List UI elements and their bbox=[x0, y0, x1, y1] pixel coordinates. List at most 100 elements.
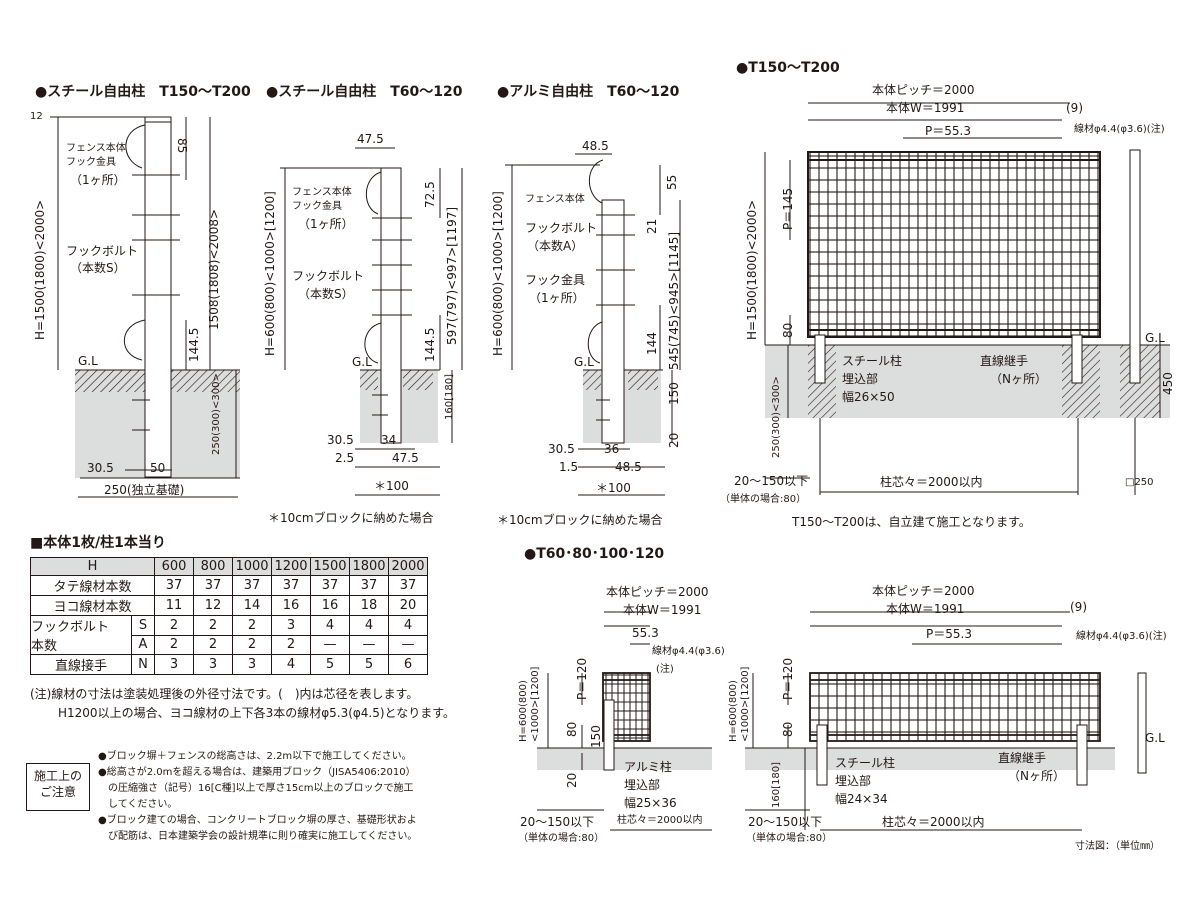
p6-width: 本体W＝1991 bbox=[886, 602, 965, 616]
p1-dim-305: 30.5 bbox=[87, 461, 114, 475]
p4-square: □250 bbox=[1125, 477, 1154, 488]
p5-pitch: 本体ピッチ＝2000 bbox=[606, 585, 709, 599]
p6-dim-80: 80 bbox=[781, 721, 795, 737]
heading-steel-post-t150: ●スチール自由柱 T150〜T200 bbox=[35, 84, 251, 100]
table-cell: 4 bbox=[310, 615, 350, 636]
table-header-cell: 600 bbox=[154, 557, 194, 576]
table-header-cell: 1500 bbox=[310, 557, 350, 576]
p3-bolt-label: フックボルト bbox=[525, 221, 598, 235]
table-header-row: H 600 800 1000 1200 1500 1800 2000 bbox=[30, 557, 428, 576]
table-cell: ヨコ線材本数 bbox=[30, 595, 155, 616]
table-cell: 2 bbox=[193, 634, 233, 655]
p6-embed-depth: 160[180] bbox=[771, 762, 782, 808]
p6-pitch: 本体ピッチ＝2000 bbox=[872, 584, 975, 598]
p6-wire-label: 線材φ4.4(φ3.6)(注) bbox=[1076, 631, 1167, 642]
table-cell: — bbox=[310, 634, 350, 655]
p5-alu-label: アルミ柱 bbox=[624, 760, 672, 774]
p1-foundation-dim: 250(300)<300> bbox=[211, 373, 222, 455]
p2-dim-475: 47.5 bbox=[357, 132, 384, 146]
caution-4: してください。 bbox=[98, 799, 178, 810]
p3-body-label: フェンス本体 bbox=[525, 194, 585, 205]
p6-gl-label: G.L bbox=[1145, 731, 1165, 745]
caution-title: 施工上の ご注意 bbox=[33, 769, 82, 799]
table-cell: 2 bbox=[193, 615, 233, 636]
table-cell: 3 bbox=[193, 654, 233, 675]
p3-dim-150: 150 bbox=[667, 382, 681, 405]
p1-bolt-label: フックボルト bbox=[66, 244, 139, 258]
table-cell: 2 bbox=[154, 634, 194, 655]
table-cell: 37 bbox=[232, 575, 272, 596]
table-header-cell: 1200 bbox=[271, 557, 311, 576]
p4-dim-450: 450 bbox=[1161, 372, 1175, 395]
p2-dim-34: 34 bbox=[381, 433, 397, 447]
caution-6: び配筋は、日本建築学会の設計規準に則り確実に施工してください。 bbox=[98, 831, 418, 842]
p6-steel-label: スチール柱 bbox=[835, 756, 896, 770]
p1-hook-label: フェンス本体 フック金具 bbox=[66, 143, 126, 168]
p3-hook-count: （1ヶ所） bbox=[529, 291, 585, 305]
table-cell: 2 bbox=[232, 615, 272, 636]
p6-dim-9: (9) bbox=[1070, 600, 1087, 614]
p4-wire-label: 線材φ4.4(φ3.6)(注) bbox=[1074, 124, 1165, 135]
p1-height-dim: H=1500(1800)<2000> bbox=[33, 199, 47, 340]
p4-joint-label: 直線継手 bbox=[980, 354, 1029, 368]
p4-height-dim: H=1500(1800)<2000> bbox=[745, 199, 759, 340]
p3-dim-36: 36 bbox=[604, 442, 620, 456]
table-cell: フックボルト bbox=[30, 615, 132, 635]
p5-dim-20: 20 bbox=[565, 772, 579, 788]
table-cell: — bbox=[349, 634, 389, 655]
table-cell: 37 bbox=[349, 575, 389, 596]
p3-gl-label: G.L bbox=[574, 355, 594, 369]
p2-width-100: ＊100 bbox=[374, 479, 409, 493]
p4-foundation-dim: 250(300)<300> bbox=[771, 376, 782, 458]
p5-width: 本体W＝1991 bbox=[623, 603, 702, 617]
table-cell: 2 bbox=[232, 634, 272, 655]
p4-width: 本体W＝1991 bbox=[886, 101, 965, 115]
table-cell: タテ線材本数 bbox=[30, 575, 155, 596]
table-cell: 2 bbox=[154, 615, 194, 636]
p4-steel-label: スチール柱 bbox=[842, 354, 903, 368]
table-cell: A bbox=[131, 634, 155, 655]
p5-span: 20〜150以下 bbox=[520, 815, 595, 829]
caution-1: ●ブロック塀＋フェンスの総高さは、2.2m以下で施工してください。 bbox=[98, 751, 412, 762]
table-cell: 37 bbox=[193, 575, 233, 596]
heading-alu-post-t60: ●アルミ自由柱 T60〜120 bbox=[497, 84, 680, 100]
table-cell: 3 bbox=[154, 654, 194, 675]
p5-pitch-553: 55.3 bbox=[632, 626, 659, 640]
p4-gl-label: G.L bbox=[1145, 331, 1165, 345]
table-cell: 直線接手 bbox=[30, 654, 132, 675]
table-cell: 16 bbox=[271, 595, 311, 616]
table-header-cell: 2000 bbox=[388, 557, 428, 576]
p5-wire-note: (注) bbox=[656, 664, 674, 675]
p4-single: （単体の場合:80） bbox=[720, 494, 807, 505]
p3-bolt-count: （本数A） bbox=[527, 239, 584, 253]
p6-center: 柱芯々＝2000以内 bbox=[882, 815, 985, 829]
table-cell: 3 bbox=[232, 654, 272, 675]
p6-height-dim: H=600(800) <1000>[1200] bbox=[728, 666, 751, 742]
p4-note: T150〜T200は、自立建て施工となります。 bbox=[792, 515, 1031, 529]
table-header-cell: H bbox=[30, 557, 155, 576]
p2-dim-25: 2.5 bbox=[335, 451, 355, 465]
p2-height-dim: H=600(800)<1000>[1200] bbox=[263, 191, 277, 356]
p4-pitch-145: P＝145 bbox=[781, 187, 795, 230]
p3-dim-305: 30.5 bbox=[548, 442, 575, 456]
table-cell: 37 bbox=[154, 575, 194, 596]
panel-2-steel-post-t60 bbox=[280, 147, 463, 496]
p5-center: 柱芯々＝2000以内 bbox=[617, 815, 703, 826]
p5-embed-width: 幅25×36 bbox=[624, 796, 677, 810]
table-cell: 11 bbox=[154, 595, 194, 616]
table-header-cell: 1800 bbox=[349, 557, 389, 576]
p2-gl-label: G.L bbox=[352, 355, 372, 369]
p3-hook-label: フック金具 bbox=[525, 273, 586, 287]
table-cell: 2 bbox=[271, 634, 311, 655]
table-cell: 3 bbox=[271, 615, 311, 636]
p1-base-label: 250(独立基礎) bbox=[104, 483, 185, 497]
p4-pitch-553: P＝55.3 bbox=[925, 124, 971, 138]
panel-5-fence-t60-alu bbox=[537, 611, 712, 831]
table-cell: 本数 bbox=[30, 635, 132, 655]
p2-total-dim: 597(797)<997>[1197] bbox=[445, 206, 459, 345]
p1-dim-50: 50 bbox=[150, 461, 166, 475]
